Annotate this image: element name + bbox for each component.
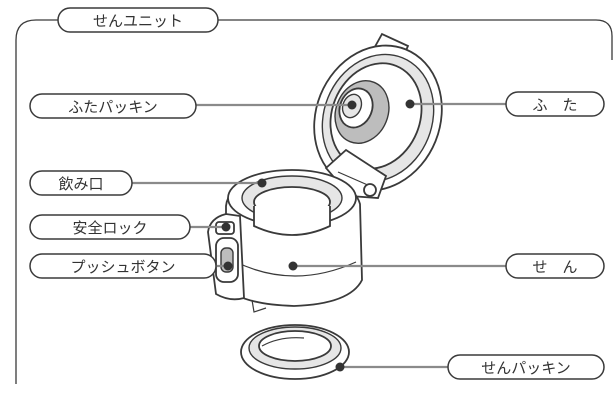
title-pill: せんユニット bbox=[57, 7, 219, 33]
lid-illustration bbox=[313, 32, 443, 199]
label-nomikuchi: 飲み口 bbox=[29, 170, 133, 196]
dot-sen-packing bbox=[335, 362, 345, 372]
label-text-futa: ふ た bbox=[532, 96, 577, 114]
label-futa-packing: ふたパッキン bbox=[29, 93, 197, 119]
label-text-push-button: プッシュボタン bbox=[70, 258, 175, 276]
dot-futa bbox=[405, 99, 415, 109]
label-text-anzen-lock: 安全ロック bbox=[72, 219, 147, 237]
body-illustration bbox=[207, 169, 363, 313]
label-anzen-lock: 安全ロック bbox=[29, 214, 191, 240]
label-text-nomikuchi: 飲み口 bbox=[58, 175, 103, 193]
label-push-button: プッシュボタン bbox=[29, 253, 217, 279]
dot-push-button bbox=[223, 261, 233, 271]
label-text-sen: せ ん bbox=[532, 258, 577, 276]
frame-outline bbox=[15, 19, 613, 384]
dot-anzen-lock bbox=[221, 222, 231, 232]
dot-futa-packing bbox=[347, 100, 357, 110]
label-futa: ふ た bbox=[505, 91, 605, 117]
ring-packing-illustration bbox=[240, 324, 350, 380]
label-sen: せ ん bbox=[505, 253, 605, 279]
label-text-futa-packing: ふたパッキン bbox=[68, 98, 158, 116]
label-sen-packing: せんパッキン bbox=[447, 354, 605, 380]
dot-sen bbox=[288, 261, 298, 271]
label-text-sen-packing: せんパッキン bbox=[481, 359, 571, 377]
title-text: せんユニット bbox=[93, 12, 183, 30]
dot-nomikuchi bbox=[257, 178, 267, 188]
